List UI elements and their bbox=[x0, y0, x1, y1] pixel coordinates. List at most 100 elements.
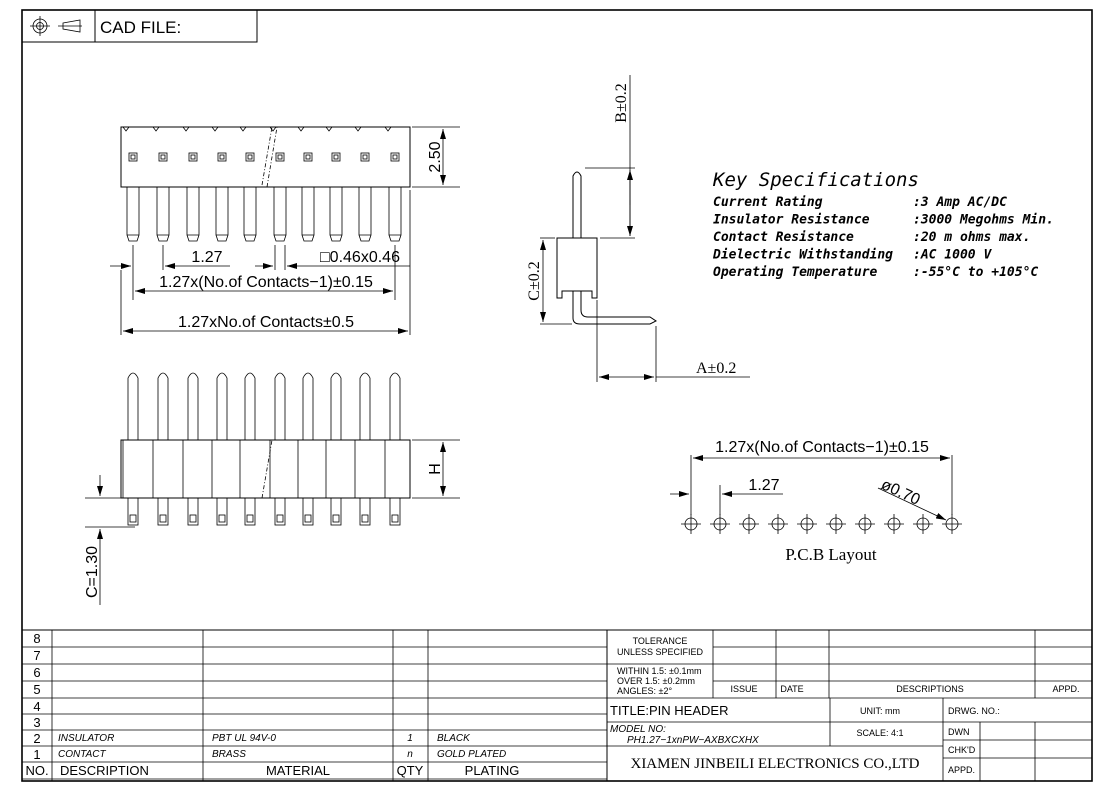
bom-header-description: DESCRIPTION bbox=[60, 763, 149, 778]
pcb-hole-centerline bbox=[797, 514, 817, 534]
tolerance-title-2: UNLESS SPECIFIED bbox=[617, 647, 704, 657]
pcb-layout-caption: P.C.B Layout bbox=[785, 545, 876, 564]
spec-label: Contact Resistance bbox=[713, 230, 854, 245]
body-notch bbox=[239, 126, 247, 132]
front-view: H C=1.30 bbox=[84, 372, 460, 605]
pin-lower bbox=[216, 497, 228, 526]
pin-square-hole bbox=[331, 152, 341, 162]
pin-lower-square bbox=[304, 514, 312, 523]
title-block: TOLERANCE UNLESS SPECIFIED WITHIN 1.5: ±… bbox=[606, 629, 1093, 782]
pin-lower-square bbox=[276, 514, 284, 523]
pin-square-hole bbox=[303, 152, 313, 162]
height-dim-2-50: 2.50 bbox=[427, 141, 444, 172]
pin-square-hole bbox=[275, 152, 285, 162]
bom-header-qty: QTY bbox=[397, 763, 424, 778]
pin-lower bbox=[302, 497, 314, 526]
spec-value: :3000 Megohms Min. bbox=[913, 213, 1054, 228]
pin-tail bbox=[243, 187, 257, 242]
bom-row-number: 7 bbox=[33, 648, 40, 663]
scale: SCALE: 4:1 bbox=[856, 728, 903, 738]
bom-row-material: BRASS bbox=[212, 749, 246, 760]
pin-tail bbox=[301, 187, 315, 242]
pin-lower-square bbox=[129, 514, 137, 523]
company-name: XIAMEN JINBEILI ELECTRONICS CO.,LTD bbox=[630, 756, 919, 772]
bom-row-plating: BLACK bbox=[437, 733, 471, 744]
pin-square-hole bbox=[158, 152, 168, 162]
body-notch bbox=[297, 126, 305, 132]
bom-row-number: 5 bbox=[33, 682, 40, 697]
pin-square-hole bbox=[360, 152, 370, 162]
tolerance-title-1: TOLERANCE bbox=[633, 636, 688, 646]
drawing-title: TITLE:PIN HEADER bbox=[610, 703, 728, 718]
date-header: DATE bbox=[780, 684, 803, 694]
a-dim: A±0.2 bbox=[696, 360, 736, 377]
bom-frame bbox=[21, 629, 608, 782]
body-notch bbox=[354, 126, 362, 132]
pin-upper bbox=[302, 372, 314, 440]
span-dim: 1.27x(No.of Contacts−1)±0.15 bbox=[159, 274, 373, 291]
pin-tail bbox=[156, 187, 170, 242]
pin-tail bbox=[215, 187, 229, 242]
body-notch bbox=[325, 126, 333, 132]
pin-square-inner bbox=[362, 154, 368, 160]
pin-lower bbox=[330, 497, 342, 526]
pin-square-hole bbox=[217, 152, 227, 162]
pitch-dim: 1.27 bbox=[191, 249, 222, 266]
body-notch bbox=[182, 126, 190, 132]
pin-upper bbox=[216, 372, 228, 440]
pcb-span-dim: 1.27x(No.of Contacts−1)±0.15 bbox=[715, 439, 929, 456]
cad-file-label: CAD FILE: bbox=[100, 18, 181, 37]
spec-label: Operating Temperature bbox=[713, 265, 878, 280]
issue-header: ISSUE bbox=[730, 684, 757, 694]
tolerance-angles: ANGLES: ±2° bbox=[617, 686, 672, 696]
hole-diameter-dim: ø0.70 bbox=[878, 476, 922, 509]
c-dim: C±0.2 bbox=[526, 261, 543, 300]
pin-lower-square bbox=[332, 514, 340, 523]
bom-row-description: INSULATOR bbox=[58, 733, 114, 744]
pin-lower-square bbox=[361, 514, 369, 523]
pin-upper bbox=[359, 372, 371, 440]
bom-row-number: 6 bbox=[33, 665, 40, 680]
target-crosshair-icon bbox=[30, 16, 50, 36]
pin-upper bbox=[330, 372, 342, 440]
b-dim: B±0.2 bbox=[613, 83, 630, 122]
pin-lower bbox=[389, 497, 401, 526]
spec-label: Current Rating bbox=[713, 195, 823, 210]
unit: UNIT: mm bbox=[860, 706, 900, 716]
bom-row-description: CONTACT bbox=[58, 749, 106, 760]
pin-lower bbox=[359, 497, 371, 526]
bom-row-number: 4 bbox=[33, 699, 40, 714]
bom-row-qty: 1 bbox=[407, 733, 413, 744]
pcb-pitch-dim: 1.27 bbox=[748, 477, 779, 494]
pin-square-hole bbox=[245, 152, 255, 162]
cad-file-box: CAD FILE: bbox=[21, 9, 258, 43]
dwn-label: DWN bbox=[948, 727, 970, 737]
pin-lower bbox=[157, 497, 169, 526]
pin-square-hole bbox=[128, 152, 138, 162]
pin-lower bbox=[187, 497, 199, 526]
pcb-hole-centerline bbox=[942, 514, 962, 534]
pin-square-inner bbox=[247, 154, 253, 160]
pin-upper bbox=[127, 372, 139, 440]
chkd-label: CHK'D bbox=[948, 745, 976, 755]
pin-tail bbox=[186, 187, 200, 242]
top-view: 2.50 1.27 □0.46x0.46 1.27x(No.of Contact… bbox=[110, 126, 460, 335]
pin-tail bbox=[329, 187, 343, 242]
model-number: PH1.27−1xnPW−AXBXCXHX bbox=[627, 735, 759, 746]
descriptions-header: DESCRIPTIONS bbox=[896, 684, 964, 694]
appd-header: APPD. bbox=[1052, 684, 1079, 694]
tolerance-over: OVER 1.5: ±0.2mm bbox=[617, 676, 695, 686]
pcb-layout: 1.27x(No.of Contacts−1)±0.15 1.27 ø0.70 … bbox=[670, 439, 962, 564]
pin-lower bbox=[127, 497, 139, 526]
pin-square-inner bbox=[160, 154, 166, 160]
overall-length-dim: 1.27xNo.of Contacts±0.5 bbox=[178, 314, 354, 331]
spec-value: :AC 1000 V bbox=[913, 248, 992, 263]
specs-title: Key Specifications bbox=[712, 169, 919, 191]
pcb-hole-centerline bbox=[681, 514, 701, 534]
pin-tail bbox=[358, 187, 372, 242]
pin-lower-square bbox=[391, 514, 399, 523]
pin-tail bbox=[273, 187, 287, 242]
bom-row-number: 1 bbox=[33, 747, 40, 762]
